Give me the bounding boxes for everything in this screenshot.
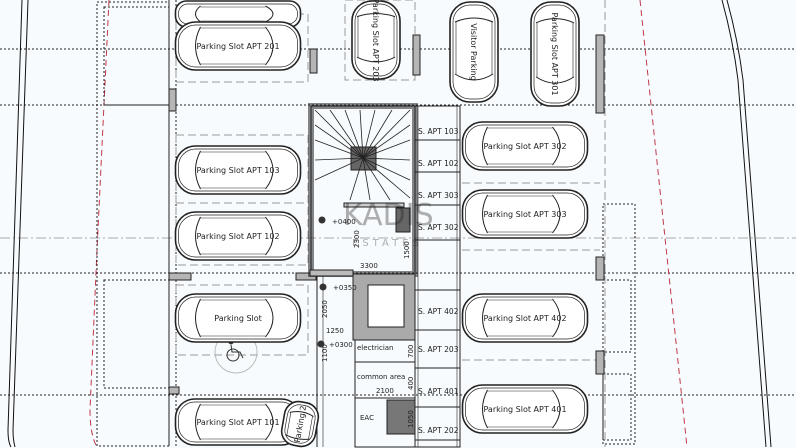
common-area-label: common area [357,373,405,381]
car-apt-201-label: Parking Slot APT 201 [196,42,279,51]
storage-label: S. APT 103 [418,127,459,136]
level-marker-icon [317,340,325,348]
dimension-d400: 400 [407,377,415,390]
dimension-d700: 700 [407,345,415,358]
columns [168,34,605,395]
dimension-lvl_0350: +0350 [333,284,357,292]
car-top-right: Parking Slot APT 301 [530,1,580,107]
storage-column [414,105,461,448]
car-apt-401-label: Parking Slot APT 401 [483,405,566,414]
dimension-lvl_0400: +0400 [332,218,356,226]
dimension-lvl_0300: +0300 [329,341,353,349]
car-top-middle-label: Parking Slot APT 203 [371,0,380,82]
slot-frames [96,0,636,447]
car-apt-402-label: Parking Slot APT 402 [483,314,566,323]
car-visitor-label: Visitor Parking [469,23,478,80]
car-apt-303: Parking Slot APT 303 [461,189,589,239]
eac-label: EAC [360,414,374,422]
car-apt-101: Parking Slot APT 101 [174,398,302,446]
car-apt-102-label: Parking Slot APT 102 [196,232,279,241]
storage-label: S. APT 302 [418,223,459,232]
dimension-d2100: 2100 [376,387,394,395]
car-apt-201: Parking Slot APT 201 [174,21,302,71]
dimension-d2050: 2050 [321,300,329,318]
car-apt-302-label: Parking Slot APT 302 [483,142,566,151]
car-apt-402: Parking Slot APT 402 [461,293,589,343]
storage-label: S. APT 203 [418,345,459,354]
dimension-d1050: 1050 [407,410,415,428]
car-apt-101-label: Parking Slot APT 101 [196,418,279,427]
car-apt-303-label: Parking Slot APT 303 [483,210,566,219]
dimension-d1100: 1100 [321,344,329,362]
level-marker-icon [319,283,327,291]
car-top-right-label: Parking Slot APT 301 [550,12,559,95]
storage-label: S. APT 402 [418,307,459,316]
property-line [89,0,688,448]
storage-label: S. APT 401 [418,387,459,396]
storage-label: S. APT 303 [418,191,459,200]
watermark-sub: ESTATES [352,238,423,249]
watermark-logo: KADIS ESTATES [343,198,434,249]
car-visitor: Visitor Parking [449,1,499,103]
level-marker-icon [318,216,326,224]
car-apt-302: Parking Slot APT 302 [461,121,589,171]
car-bottom-vertical: Parking 2 [280,400,320,448]
watermark-brand: KADIS [343,198,434,233]
car-top-middle: Parking Slot APT 203 [351,0,401,82]
electrician-label: electrician [357,344,394,352]
dimension-d3300: 3300 [360,262,378,270]
car-accessible: Parking Slot [174,293,302,343]
dimension-d2300: 2300 [353,230,361,248]
car-accessible-label: Parking Slot [214,314,262,323]
service-core [309,269,416,448]
car-apt-103: Parking Slot APT 103 [174,145,302,195]
car-apt-103-label: Parking Slot APT 103 [196,166,279,175]
storage-label: S. APT 202 [418,426,459,435]
storage-label: S. APT 102 [418,159,459,168]
dimension-d1250: 1250 [326,327,344,335]
car-apt-401: Parking Slot APT 401 [461,384,589,434]
car-apt-102: Parking Slot APT 102 [174,211,302,261]
site-boundary [7,0,772,448]
dimension-d1500: 1500 [403,241,411,259]
